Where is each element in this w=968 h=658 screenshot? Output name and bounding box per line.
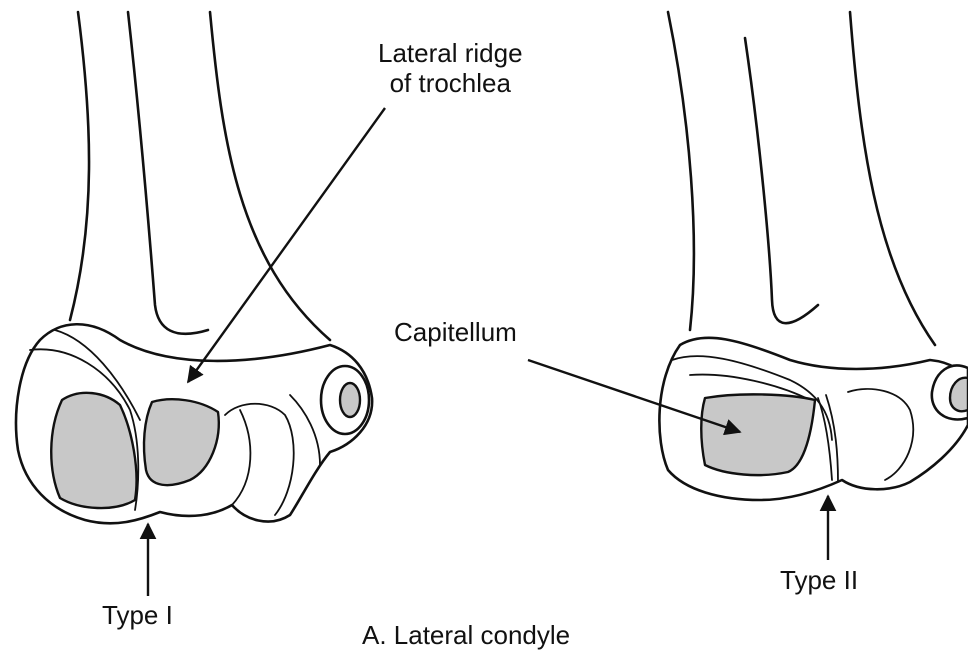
type-ii-label: Type II <box>780 565 858 595</box>
arrow-lateral-ridge <box>188 108 385 382</box>
caption-label: A. Lateral condyle <box>362 620 570 650</box>
left-humerus <box>16 12 372 523</box>
right-humerus <box>659 12 968 500</box>
type-i-label: Type I <box>102 600 173 630</box>
capitellum-label: Capitellum <box>394 317 517 347</box>
left-medial-epicondyle-shade <box>340 383 360 417</box>
left-shaft-medial-line <box>70 12 89 320</box>
left-shaft-lateral-line <box>210 12 330 340</box>
lateral-ridge-label-line1: Lateral ridge <box>378 38 523 68</box>
left-olecranon-fossa-line <box>128 12 208 334</box>
right-fracture-fragment-capitellum <box>701 394 815 475</box>
lateral-ridge-label: Lateral ridge of trochlea <box>378 38 523 98</box>
lateral-ridge-label-line2: of trochlea <box>378 68 523 98</box>
right-olecranon-fossa-line <box>745 38 818 323</box>
right-shaft-lateral-line <box>850 12 935 345</box>
right-shaft-medial-line <box>668 12 694 330</box>
